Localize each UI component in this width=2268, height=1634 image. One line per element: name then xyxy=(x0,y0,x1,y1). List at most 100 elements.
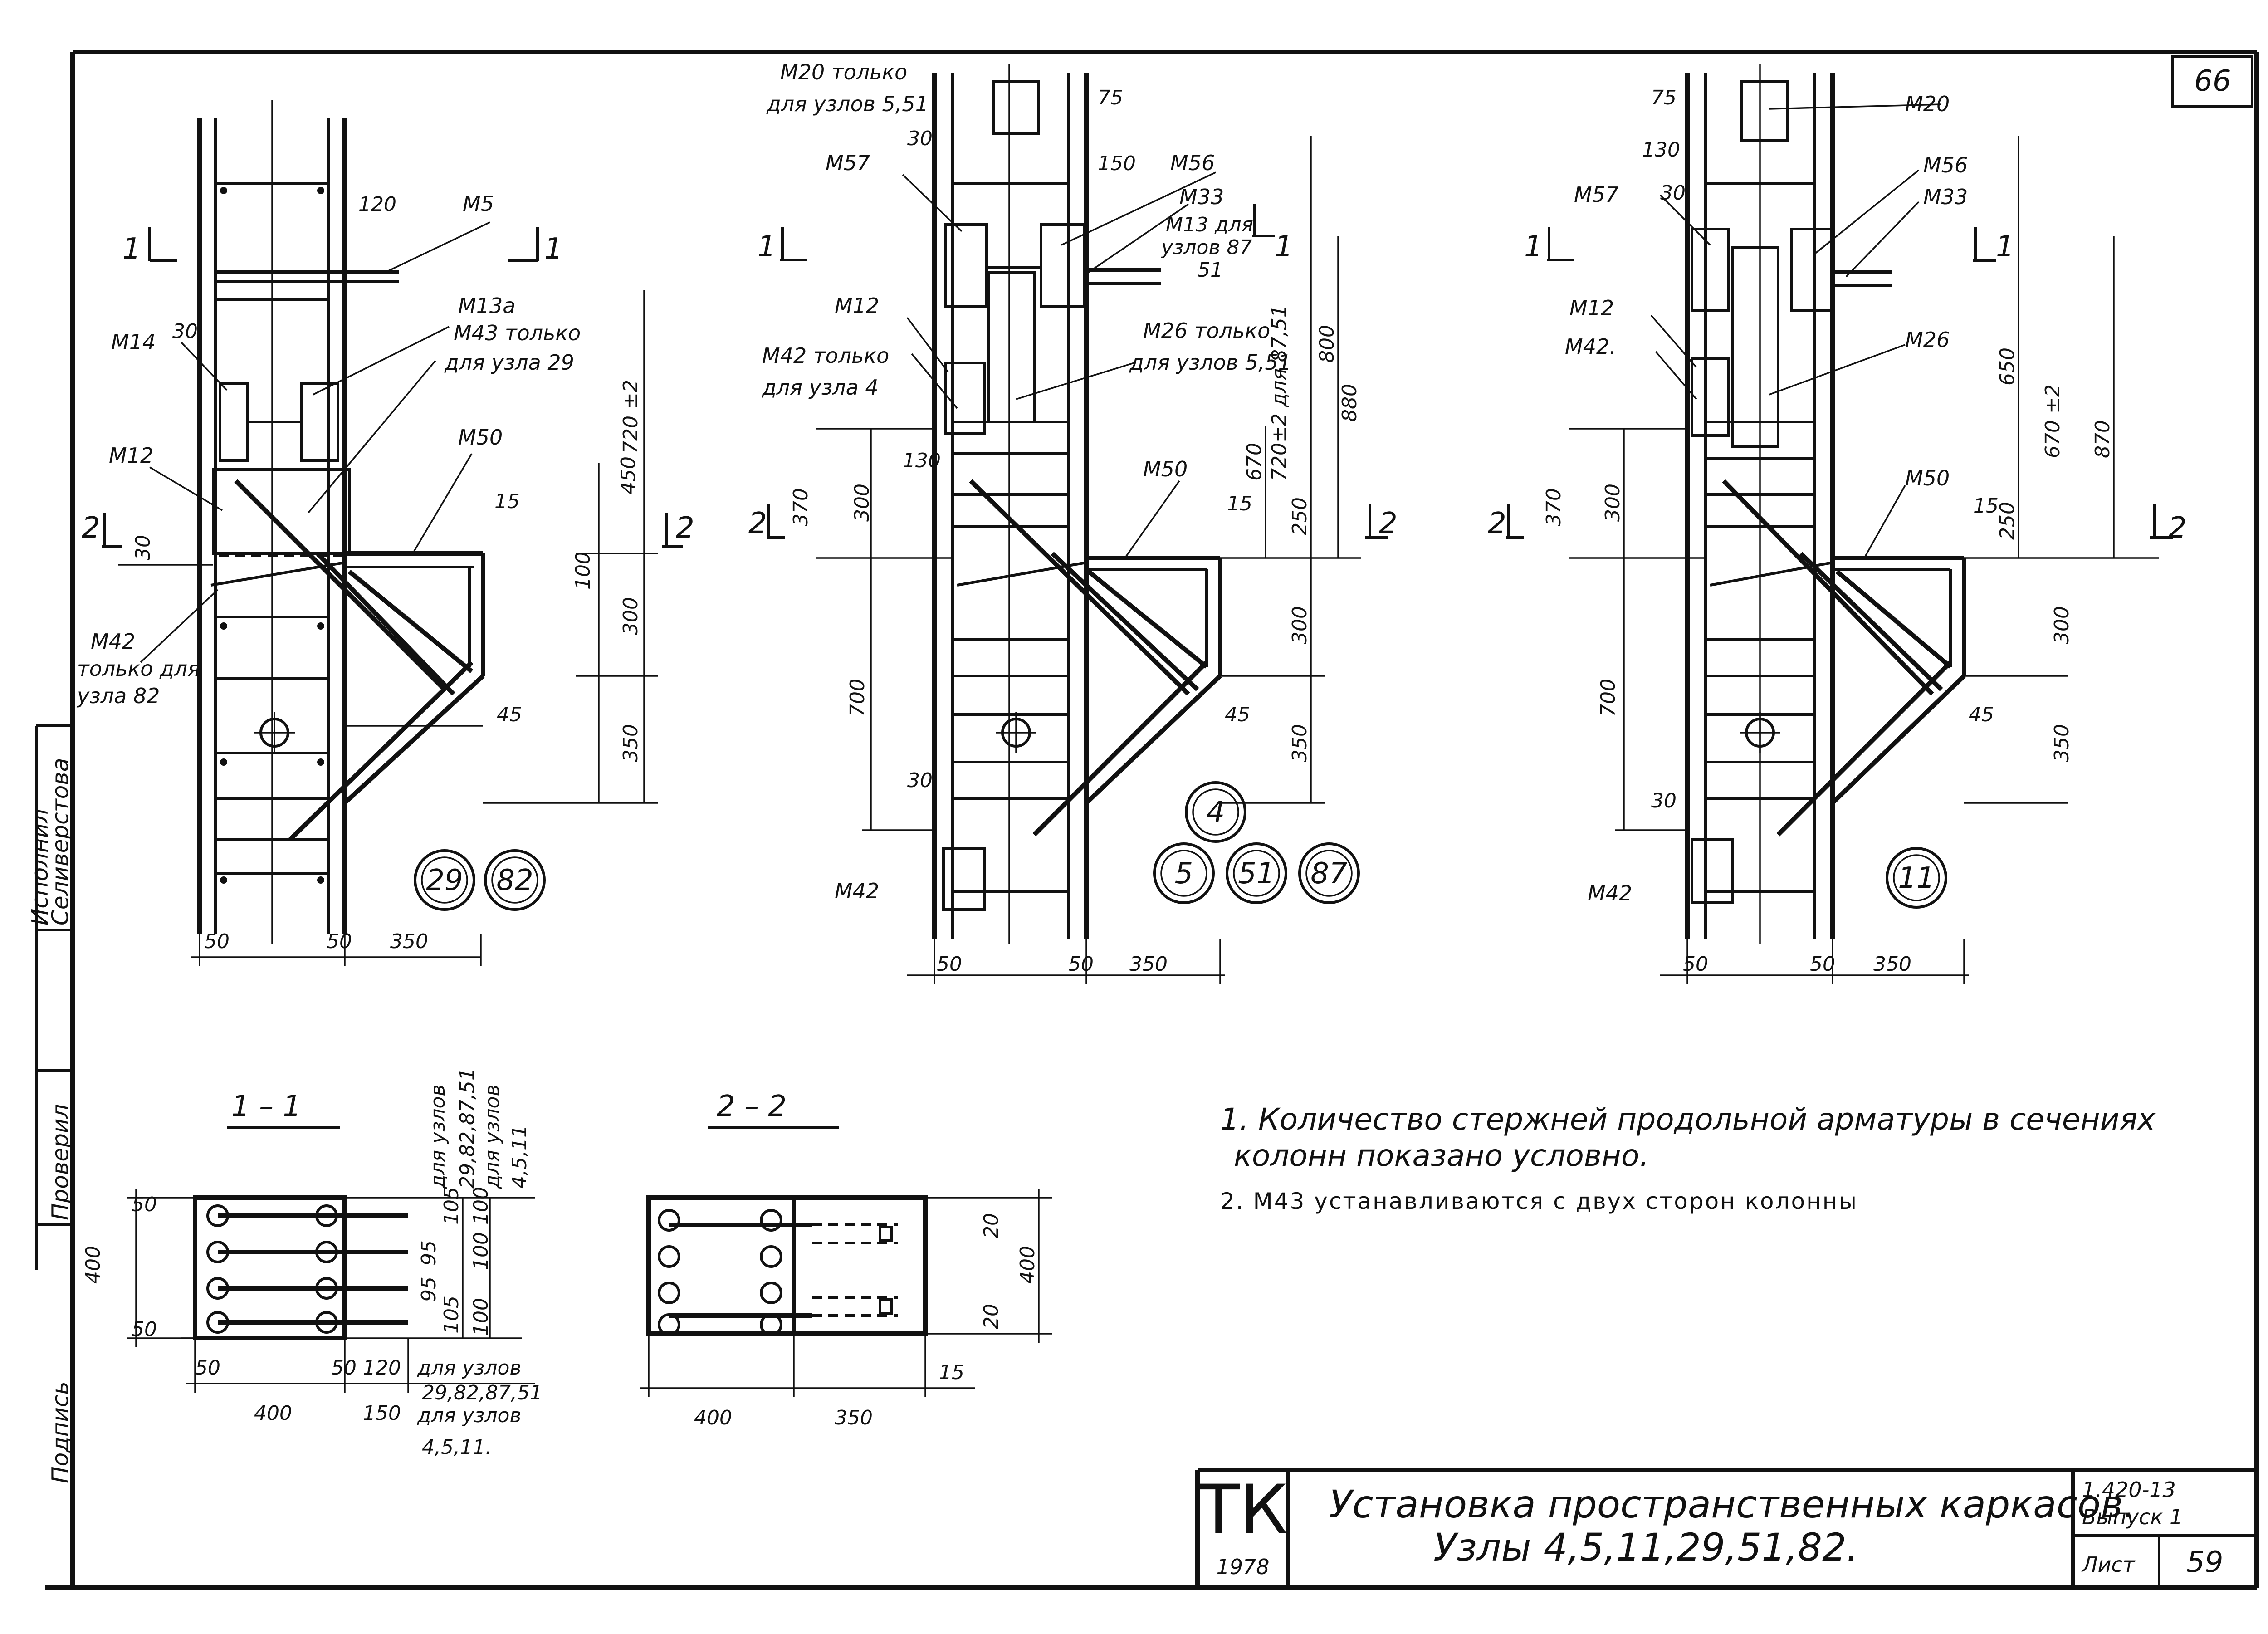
note-line: 1. Количество стержней продольной армату… xyxy=(1220,1102,2156,1137)
corner-number: 66 xyxy=(2194,64,2231,98)
label-m13a: М13а xyxy=(458,294,515,318)
sheet-number: 59 xyxy=(2186,1546,2223,1579)
issue: Выпуск 1 xyxy=(2082,1505,2183,1529)
section-mark-1: 1 xyxy=(1996,230,2014,264)
dim-450: 450 xyxy=(617,456,640,494)
label-m20-note: для узлов 5,51 xyxy=(766,92,929,116)
node-b-drawing: М20 только для узлов 5,51 М57 М56 М33 М1… xyxy=(748,60,1398,984)
dim-300: 300 xyxy=(850,484,874,522)
dim-50: 50 xyxy=(1068,953,1094,976)
section-mark-1: 1 xyxy=(758,230,776,264)
dim-720: 720±2 для 87,51 xyxy=(1268,305,1291,481)
dim-15: 15 xyxy=(1227,492,1252,515)
title-block: ТК 1978 Установка пространственных карка… xyxy=(1195,1468,2257,1588)
dim-300: 300 xyxy=(1601,484,1624,522)
dim-20: 20 xyxy=(980,1304,1003,1329)
dim-350: 350 xyxy=(619,724,642,762)
stamp-label: Селиверстова xyxy=(47,758,73,925)
dim-15: 15 xyxy=(494,490,520,513)
dim-100: 100 xyxy=(469,1298,493,1336)
dim-105: 105 xyxy=(440,1187,463,1225)
dim-100: 100 xyxy=(469,1232,493,1270)
dim-250: 250 xyxy=(1288,497,1311,535)
dim-15: 15 xyxy=(939,1361,964,1384)
section-note: для узлов xyxy=(426,1085,450,1189)
dim-50: 50 xyxy=(204,930,230,953)
section-note: 29,82,87,51 xyxy=(422,1381,543,1404)
label-m42-top: М42. xyxy=(1565,334,1616,359)
section-mark-1: 1 xyxy=(544,232,563,266)
section-1-1: 1 – 1 50 50 400 50 50 120 400 150 105 10… xyxy=(82,1068,543,1459)
dim-250: 250 xyxy=(1996,502,2019,540)
section-note: 4,5,11 xyxy=(508,1125,531,1189)
label-m26: М26 только xyxy=(1143,318,1270,343)
label-m26: М26 xyxy=(1905,328,1950,352)
dim-700: 700 xyxy=(846,679,869,717)
dim-720: 720 ±2 xyxy=(619,380,642,454)
dim-350: 350 xyxy=(835,1406,873,1429)
label-m12: М12 xyxy=(1569,296,1614,320)
dim-50: 50 xyxy=(132,1318,157,1341)
dim-800: 800 xyxy=(1315,325,1339,363)
label-m14: М14 xyxy=(111,330,156,354)
dim-75: 75 xyxy=(1651,86,1677,109)
section-mark-1: 1 xyxy=(1524,230,1543,264)
label-m42-note: только для xyxy=(77,656,200,681)
label-m33: М33 xyxy=(1179,185,1224,209)
dim-50: 50 xyxy=(132,1193,157,1216)
dim-300: 300 xyxy=(1288,606,1311,644)
dim-650: 650 xyxy=(1996,347,2019,386)
dim-400: 400 xyxy=(82,1246,105,1284)
section-mark-2: 2 xyxy=(82,511,100,545)
section-mark-1: 1 xyxy=(1275,230,1293,264)
section-mark-2: 2 xyxy=(676,511,694,545)
dim-50: 50 xyxy=(331,1356,357,1380)
stamp-label: Подпись xyxy=(47,1381,73,1483)
dim-700: 700 xyxy=(1597,679,1620,717)
node-c-drawing: М20 М57 М56 М33 М12 М42. М26 М50 М42 75 … xyxy=(1488,64,2187,984)
section-note: для узлов xyxy=(481,1085,504,1189)
node-number: 82 xyxy=(496,864,533,897)
sheet-label: Лист xyxy=(2081,1552,2136,1577)
dim-350: 350 xyxy=(1873,953,1911,976)
label-m13: М13 для xyxy=(1166,213,1253,236)
dim-50: 50 xyxy=(1810,953,1835,976)
dim-30: 30 xyxy=(1651,789,1677,812)
label-m57: М57 xyxy=(1574,182,1618,207)
section-note: для узлов xyxy=(417,1404,521,1427)
dim-100: 100 xyxy=(572,552,595,590)
label-m12: М12 xyxy=(835,294,879,318)
dim-400: 400 xyxy=(694,1406,732,1429)
label-m13-note: 51 xyxy=(1198,259,1223,282)
dim-95: 95 xyxy=(417,1240,440,1266)
dim-350: 350 xyxy=(390,930,428,953)
section-note: для узлов xyxy=(417,1356,521,1380)
dim-150: 150 xyxy=(1098,152,1136,175)
dim-95: 95 xyxy=(417,1277,440,1302)
node-number: 29 xyxy=(426,864,463,897)
dim-130: 130 xyxy=(1642,138,1680,161)
section-mark-2: 2 xyxy=(2168,511,2187,545)
dim-350: 350 xyxy=(1129,953,1168,976)
org-code: ТК xyxy=(1198,1471,1288,1550)
dim-350: 350 xyxy=(2050,724,2073,762)
label-m12: М12 xyxy=(109,443,153,468)
section-2-2: 2 – 2 20 20 400 400 350 15 xyxy=(640,1090,1052,1429)
dim-50: 50 xyxy=(937,953,962,976)
node-number: 87 xyxy=(1310,857,1348,890)
dim-670: 670 xyxy=(1243,443,1266,481)
node-a-drawing: М5 М14 М13а М43 только для узла 29 М12 М… xyxy=(76,100,694,966)
label-m26-note: для узлов 5,51 xyxy=(1129,350,1291,375)
label-m20: М20 xyxy=(1905,92,1950,116)
dim-30: 30 xyxy=(1660,181,1686,205)
drawing-title: Установка пространственных каркасов. xyxy=(1329,1482,2135,1526)
dim-370: 370 xyxy=(1542,488,1565,526)
label-m56: М56 xyxy=(1170,151,1215,175)
label-m43-note: для узла 29 xyxy=(444,350,574,375)
section-title: 1 – 1 xyxy=(231,1090,301,1123)
dim-30: 30 xyxy=(132,535,155,560)
dim-670: 670 ±2 xyxy=(2041,384,2064,458)
dim-300: 300 xyxy=(619,597,642,635)
label-m42: М42 xyxy=(835,879,879,903)
